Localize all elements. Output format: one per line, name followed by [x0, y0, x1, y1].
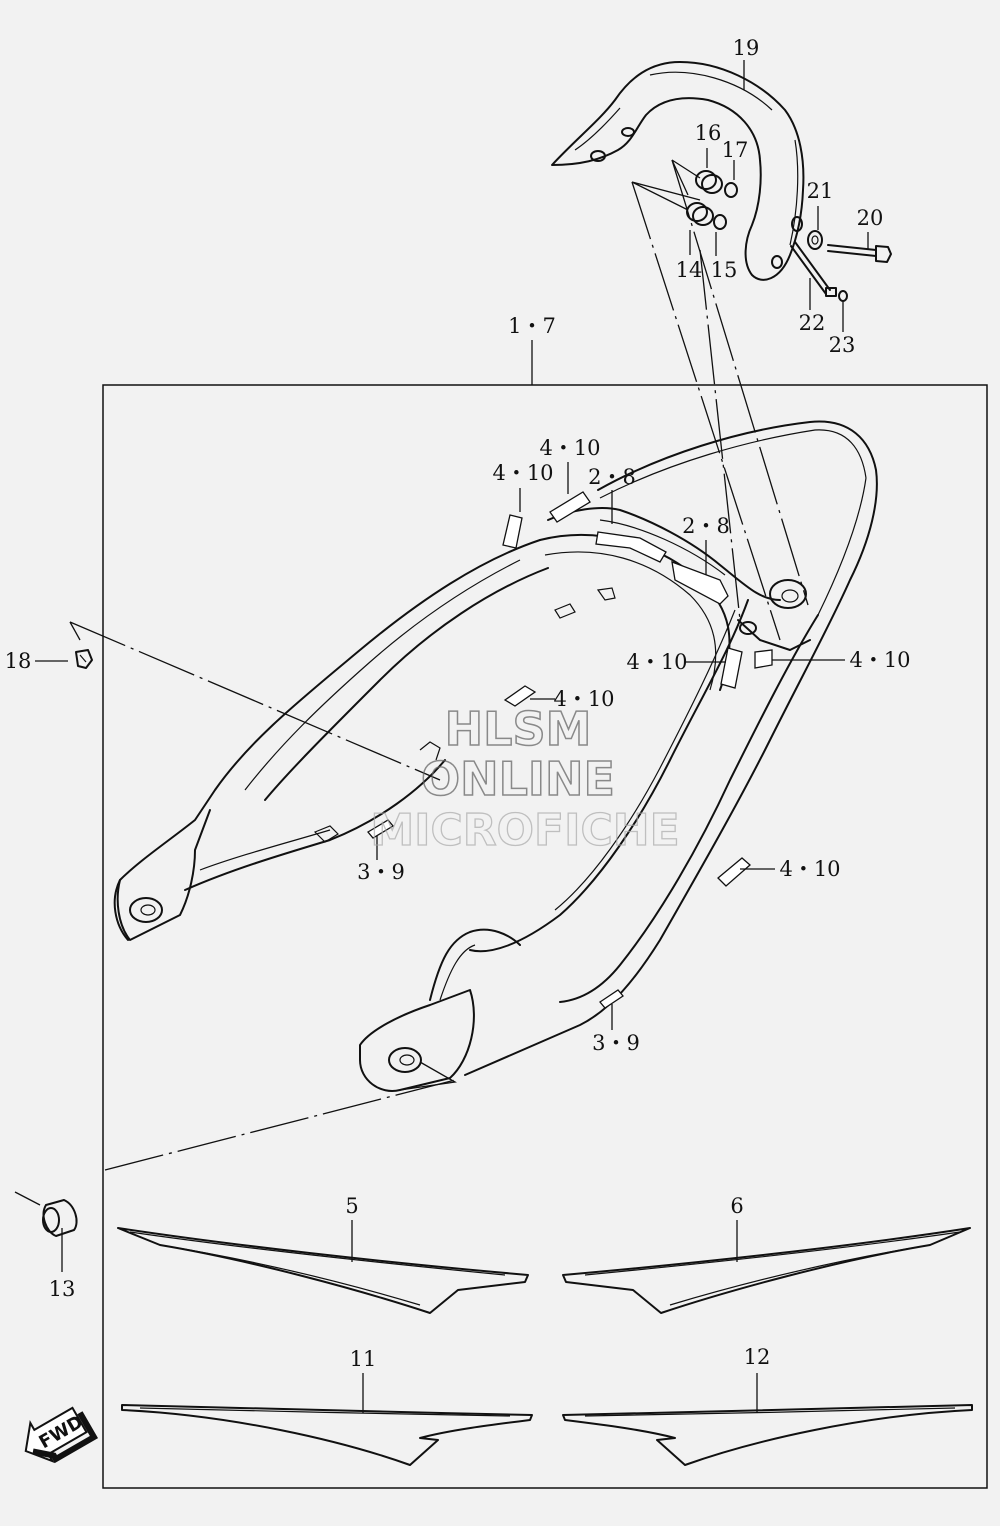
stripe-11 — [121, 1404, 533, 1466]
top-leaders — [531, 60, 869, 385]
callout-11: 11 — [350, 1347, 377, 1371]
callout-4-10-a: 4・10 — [539, 436, 600, 460]
cushion-13 — [42, 1199, 78, 1237]
stripe-leaders — [351, 1220, 758, 1413]
watermark-line-2: ONLINE — [421, 752, 615, 806]
callout-5: 5 — [345, 1194, 358, 1218]
callout-3-9-b: 3・9 — [592, 1031, 640, 1055]
callout-20: 20 — [857, 206, 884, 230]
cowl-leaders — [35, 462, 845, 1272]
rail-cushions — [686, 170, 738, 230]
callout-12: 12 — [744, 1345, 771, 1369]
callout-14: 14 — [676, 258, 703, 282]
seat-tail-cowl — [113, 420, 878, 1092]
grab-rail — [551, 61, 805, 281]
clip-18 — [75, 649, 93, 669]
callout-17: 17 — [722, 138, 749, 162]
watermark-line-1: HLSM — [445, 702, 592, 756]
callout-2-8-a: 2・8 — [588, 465, 636, 489]
callout-2-8-b: 2・8 — [682, 514, 730, 538]
callout-21: 21 — [807, 179, 834, 203]
fwd-arrow-icon: FWD — [24, 1406, 99, 1464]
callout-4-10-c: 4・10 — [626, 650, 687, 674]
callout-6: 6 — [730, 1194, 743, 1218]
watermark: HLSM ONLINE MICROFICHE — [370, 701, 681, 856]
callout-23: 23 — [829, 333, 856, 357]
assembly-lines — [14, 159, 809, 1206]
callout-4-10-b: 4・10 — [492, 461, 553, 485]
callout-labels: 19 16 17 21 20 14 15 22 23 1・7 4・10 4・10… — [5, 36, 911, 1371]
callout-22: 22 — [799, 311, 826, 335]
callout-1-7: 1・7 — [508, 314, 556, 338]
callout-13: 13 — [49, 1277, 76, 1301]
callout-4-10-f: 4・10 — [779, 857, 840, 881]
callout-3-9-a: 3・9 — [357, 860, 405, 884]
rail-bolts — [790, 230, 892, 302]
callout-4-10-d: 4・10 — [849, 648, 910, 672]
assembly-frame — [102, 384, 988, 1489]
callout-16: 16 — [695, 121, 722, 145]
callout-15: 15 — [711, 258, 738, 282]
cowl-decals — [367, 491, 773, 1009]
stripe-6 — [562, 1227, 971, 1314]
stripe-12 — [562, 1404, 973, 1466]
callout-4-10-e: 4・10 — [553, 687, 614, 711]
watermark-line-3: MICROFICHE — [370, 805, 679, 856]
callout-19: 19 — [733, 36, 760, 60]
callout-18: 18 — [5, 649, 32, 673]
stripe-5 — [117, 1227, 529, 1314]
